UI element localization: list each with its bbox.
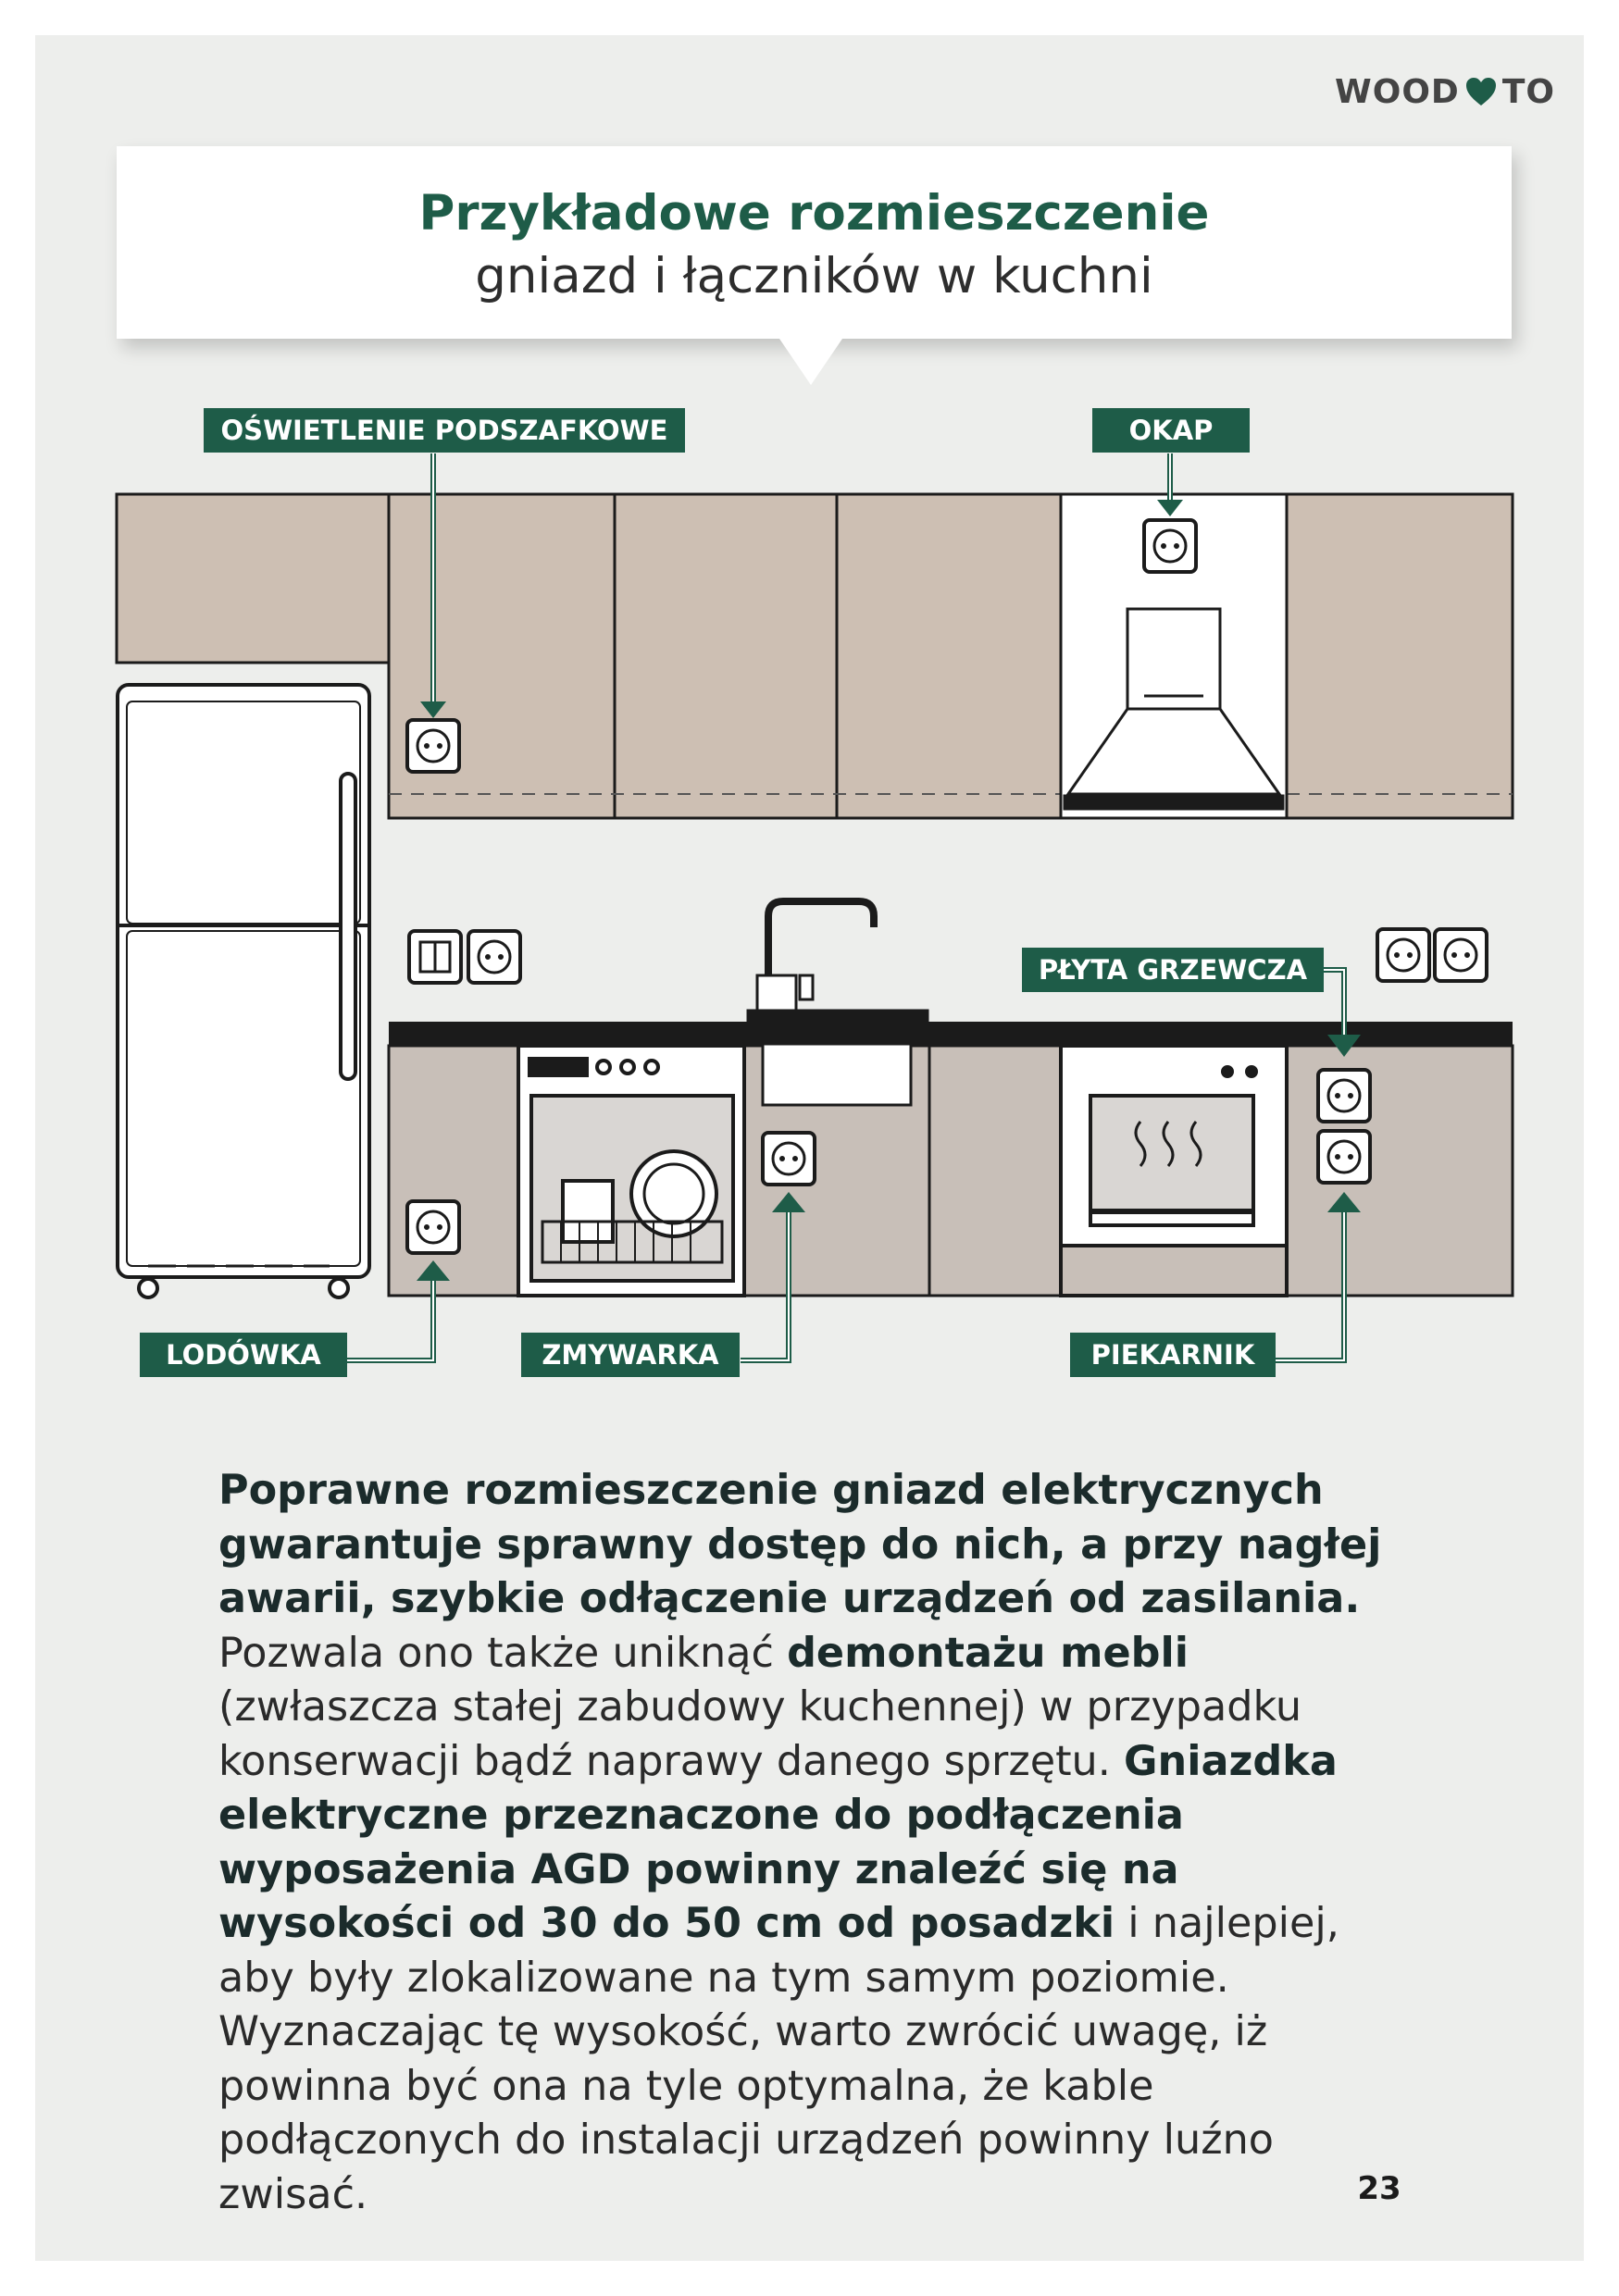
socket-icon-counter-right-1: [1376, 927, 1431, 983]
label-under-cabinet-lighting: OŚWIETLENIE PODSZAFKOWE: [204, 408, 685, 453]
countertop: [389, 1022, 1513, 1046]
oven: [1059, 1044, 1289, 1297]
label-hob: PŁYTA GRZEWCZA: [1022, 948, 1324, 992]
body-bold-2: demontażu mebli: [787, 1629, 1189, 1677]
upper-cabinets: [115, 492, 1514, 820]
label-dishwasher: ZMYWARKA: [521, 1333, 740, 1377]
switch-icon: [407, 929, 463, 985]
body-paragraph: Poprawne rozmieszczenie gniazd elektrycz…: [218, 1464, 1413, 2222]
label-oven: PIEKARNIK: [1070, 1333, 1276, 1377]
body-bold-3: Gniazdka elektryczne przeznaczone do pod…: [218, 1737, 1338, 1948]
body-text-2: (zwłaszcza stałej zabudowy kuchennej) w …: [218, 1683, 1302, 1785]
dishwasher: [517, 1044, 746, 1297]
socket-icon-fridge: [405, 1199, 461, 1255]
fridge: [116, 683, 371, 1299]
label-hood: OKAP: [1092, 408, 1250, 453]
brand-left: WOOD: [1335, 72, 1460, 111]
socket-icon-oven: [1316, 1129, 1372, 1185]
socket-icon-under-cabinet: [405, 718, 461, 774]
socket-icon-hood: [1142, 518, 1198, 574]
page-subtitle: gniazd i łączników w kuchni: [475, 248, 1153, 304]
label-fridge: LODÓWKA: [140, 1333, 347, 1377]
range-hood: [1059, 492, 1289, 820]
page-title: Przykładowe rozmieszczenie: [418, 185, 1210, 242]
page-number: 23: [1357, 2170, 1401, 2207]
body-text-3: i najlepiej, aby były zlokalizowane na t…: [218, 1900, 1339, 2218]
body-bold-1: Poprawne rozmieszczenie gniazd elektrycz…: [218, 1467, 1382, 1622]
socket-icon-counter: [467, 929, 522, 985]
kitchen-diagram: [115, 453, 1514, 1363]
socket-icon-dishwasher: [761, 1131, 816, 1186]
title-box: Przykładowe rozmieszczenie gniazd i łącz…: [117, 146, 1512, 339]
body-text-1: Pozwala ono także uniknąć: [218, 1629, 788, 1677]
heart-icon: [1465, 78, 1496, 105]
brand-logo: WOOD TO: [1296, 68, 1555, 115]
socket-icon-counter-right-2: [1433, 927, 1488, 983]
arrow-heads: [417, 500, 1361, 1281]
brand-right: TO: [1501, 72, 1555, 111]
sink: [746, 898, 929, 1107]
socket-icon-hob: [1316, 1068, 1372, 1123]
title-pointer: [779, 339, 842, 385]
